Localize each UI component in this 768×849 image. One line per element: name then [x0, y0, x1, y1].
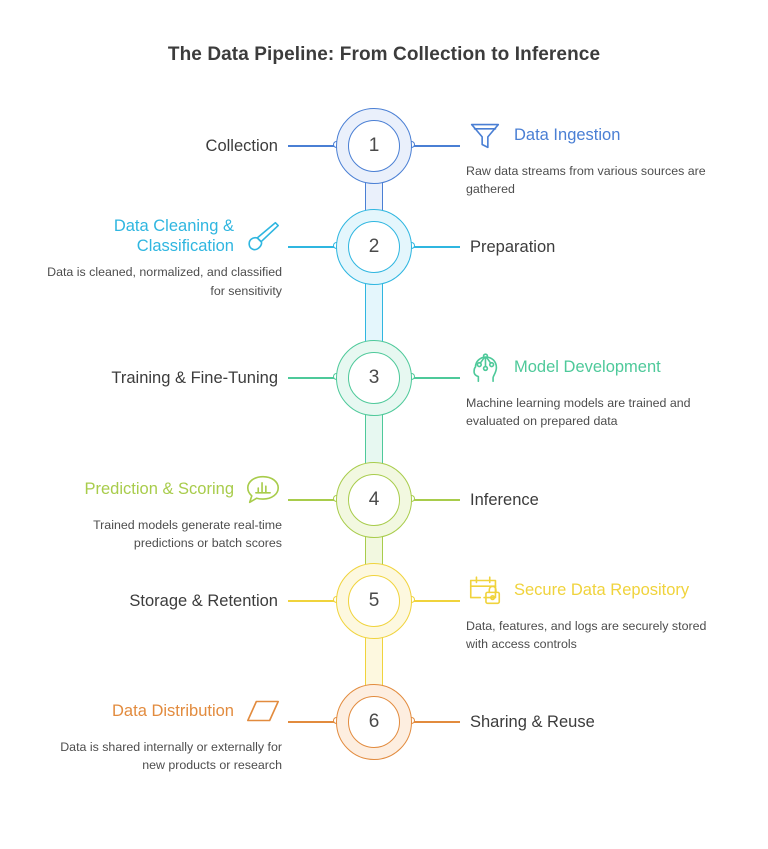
step-heading-4: Prediction & Scoring	[84, 479, 235, 498]
node-number: 5	[348, 575, 400, 627]
node-plain-label-4: Inference	[470, 490, 539, 509]
connector-stub-left	[288, 141, 340, 148]
connector-stub-right	[408, 373, 460, 380]
node-plain-label-2: Preparation	[470, 237, 556, 256]
step-description-2: Data is cleaned, normalized, and classif…	[47, 265, 282, 298]
step-heading-5: Secure Data Repository	[514, 580, 690, 599]
node-number: 4	[348, 474, 400, 526]
node-number: 6	[348, 696, 400, 748]
step-heading-3: Model Development	[514, 357, 661, 376]
paintbrush-icon	[244, 216, 282, 256]
node-plain-label-3: Training & Fine-Tuning	[111, 368, 278, 387]
connector-stub-right	[408, 717, 460, 724]
connector-stub-left	[288, 373, 340, 380]
step-heading-2: Data Cleaning & Classification	[113, 217, 234, 256]
node-ring: 1	[336, 108, 412, 184]
connector-stub-left	[288, 596, 340, 603]
step-heading-1: Data Ingestion	[514, 125, 621, 144]
node-ring: 5	[336, 563, 412, 639]
secure-repository-icon	[466, 570, 504, 610]
funnel-icon	[466, 115, 504, 155]
node-number: 3	[348, 352, 400, 404]
step-description-3: Machine learning models are trained and …	[466, 396, 691, 429]
node-plain-label-5: Storage & Retention	[129, 591, 278, 610]
connector-stub-left	[288, 717, 340, 724]
connector-stub-right	[408, 596, 460, 603]
step-description-5: Data, features, and logs are securely st…	[466, 619, 707, 652]
node-number: 2	[348, 221, 400, 273]
parallelogram-icon	[244, 691, 282, 731]
step-description-4: Trained models generate real-time predic…	[93, 518, 282, 551]
node-ring: 3	[336, 340, 412, 416]
step-heading-6: Data Distribution	[112, 701, 234, 720]
ai-head-icon	[466, 347, 504, 387]
node-number: 1	[348, 120, 400, 172]
node-ring: 2	[336, 209, 412, 285]
connector-stub-left	[288, 495, 340, 502]
node-plain-label-1: Collection	[205, 136, 278, 155]
node-ring: 6	[336, 684, 412, 760]
connector-stub-right	[408, 242, 460, 249]
chart-bubble-icon	[244, 469, 282, 509]
page-title: The Data Pipeline: From Collection to In…	[167, 44, 601, 65]
node-plain-label-6: Sharing & Reuse	[470, 712, 595, 731]
connector-stub-left	[288, 242, 340, 249]
step-description-6: Data is shared internally or externally …	[60, 740, 282, 773]
connector-stub-right	[408, 141, 460, 148]
node-ring: 4	[336, 462, 412, 538]
connector-stub-right	[408, 495, 460, 502]
step-description-1: Raw data streams from various sources ar…	[466, 164, 706, 197]
